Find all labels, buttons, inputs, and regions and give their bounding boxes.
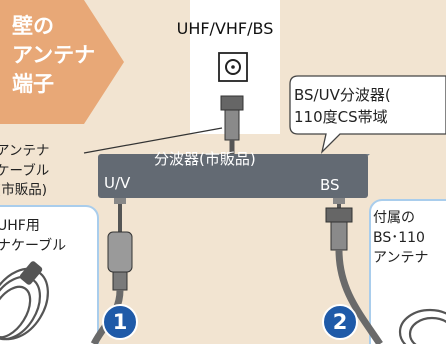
bubble-text: BS/UV分波器( 110度CS帯域: [294, 84, 446, 128]
right-plug-nut: [325, 207, 353, 223]
cable-label-pointer: [83, 127, 223, 154]
bubble-line: 110度CS帯域: [294, 108, 388, 126]
splitter-right-port: [333, 198, 345, 204]
wall-label-line: 端子: [12, 72, 54, 96]
coiled-cable-left-plug: [19, 261, 43, 285]
terminal-connector-nut: [220, 95, 244, 111]
bubble-line: BS/UV分波器(: [294, 86, 391, 104]
cable-label-line: (市販品): [0, 182, 48, 198]
splitter-label: 分波器(市販品): [154, 150, 256, 168]
left-plug: [107, 231, 133, 273]
wall-terminal-pin: [231, 65, 235, 69]
left-plug-tail: [112, 271, 128, 291]
splitter-left-port: [114, 198, 126, 204]
wall-arrow: [0, 0, 124, 124]
port-bs-label: BS: [320, 176, 340, 194]
wall-antenna-terminal-label: 壁の アンテナ 端子: [0, 12, 118, 99]
right-card-line: アンテナ: [373, 250, 429, 266]
port-uv-label: U/V: [104, 174, 131, 192]
right-cable-run: [335, 249, 383, 344]
speech-bubble: [289, 75, 446, 155]
antenna-cable-label: アンテナ ケーブル (市販品): [0, 142, 82, 201]
left-card-line: UHF用: [0, 218, 40, 234]
wall-label-line: 壁の: [12, 14, 54, 38]
badge-1: 1: [102, 304, 138, 340]
cable-label-line: アンテナ: [0, 143, 50, 159]
right-card-line: 付属の: [373, 210, 415, 226]
badge-2: 2: [322, 304, 358, 340]
splitter-body: [98, 154, 368, 198]
left-cable-card: [0, 205, 99, 344]
coiled-cable-right: [398, 308, 446, 344]
right-card-label: 付属の BS･110 アンテナ: [373, 208, 446, 268]
right-card-line: BS･110: [373, 230, 425, 246]
right-plug-body: [330, 221, 348, 251]
left-card-line: ナケーブル: [0, 238, 67, 254]
left-card-label: UHF用 ナケーブル: [0, 216, 97, 256]
wall-label-line: アンテナ: [12, 43, 96, 67]
terminal-connector-body: [224, 109, 240, 141]
terminal-title: UHF/VHF/BS: [176, 19, 274, 38]
wall-terminal-hole: [225, 59, 241, 75]
cable-label-line: ケーブル: [0, 162, 50, 179]
right-cable-card: [369, 199, 446, 344]
